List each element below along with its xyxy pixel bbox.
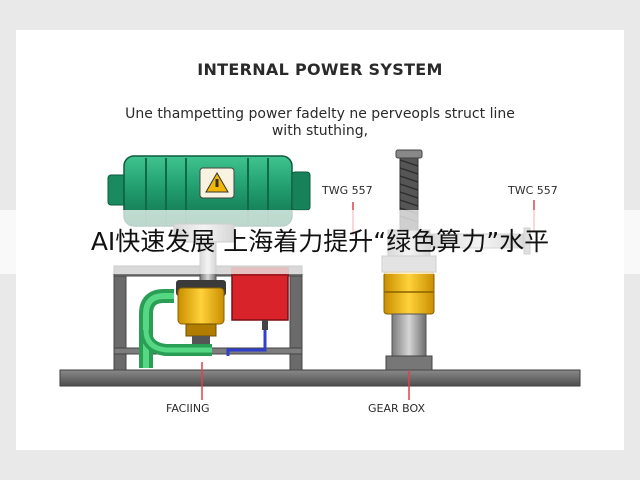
label-twc-557: TWC 557 [508,184,558,197]
headline-text: AI快速发展 上海着力提升“绿色算力”水平 [90,227,550,256]
label-twg-557: TWG 557 [322,184,373,197]
red-control-box [231,267,289,330]
diagram-subtitle: Une thampetting power fadelty ne perveop… [16,106,624,140]
diagram-title: INTERNAL POWER SYSTEM [197,60,443,79]
subtitle-line-2: with stuthing, [271,123,369,139]
label-facing: FACIING [166,402,210,415]
warning-triangle-icon [205,172,229,193]
subtitle-line-1: Une thampetting power fadelty ne perveop… [125,106,515,122]
base-plate [59,369,581,387]
blue-wire [226,330,267,356]
headline-banner: AI快速发展 上海着力提升“绿色算力”水平 [0,210,640,274]
label-gear-box: GEAR BOX [368,402,425,415]
